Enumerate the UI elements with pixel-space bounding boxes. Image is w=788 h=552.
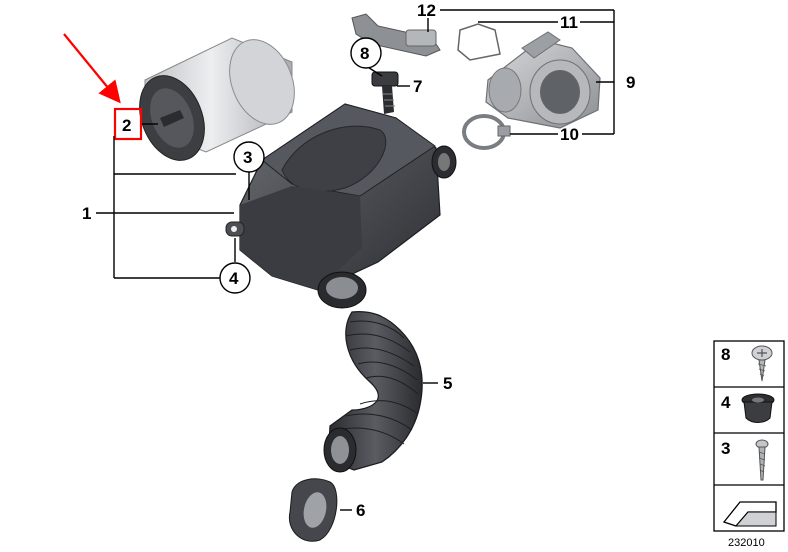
callout-5: 5 xyxy=(443,374,452,393)
callout-9: 9 xyxy=(626,73,635,92)
callout-4: 4 xyxy=(229,269,239,288)
callout-1: 1 xyxy=(82,204,91,223)
sensor-connector xyxy=(351,13,501,61)
air-mass-meter xyxy=(485,31,601,129)
intake-hose xyxy=(323,310,423,473)
bolt-icon xyxy=(755,439,769,481)
callout-7: 7 xyxy=(413,77,422,96)
callout-8: 8 xyxy=(360,44,369,63)
legend-label-4: 4 xyxy=(721,393,731,412)
intake-seal xyxy=(288,478,338,542)
legend-label-8: 8 xyxy=(721,345,730,364)
small-parts-legend: 8 4 3 xyxy=(713,340,785,532)
highlight-arrow xyxy=(63,33,121,104)
callout-3: 3 xyxy=(243,148,252,167)
callout-11: 11 xyxy=(560,13,578,32)
screw-icon xyxy=(751,345,773,382)
air-filter-element xyxy=(139,37,295,161)
callout-6: 6 xyxy=(356,501,365,520)
callouts: 2 1 3 4 5 6 7 8 9 10 11 12 xyxy=(82,1,635,520)
grommet-icon xyxy=(741,393,775,423)
direction-arrow-icon xyxy=(722,501,777,527)
hose-clamp xyxy=(462,114,511,150)
reference-number: 232010 xyxy=(728,537,765,549)
grommet-and-screw xyxy=(371,71,399,114)
callout-2: 2 xyxy=(122,116,131,135)
legend-label-3: 3 xyxy=(721,439,730,458)
callout-12: 12 xyxy=(417,1,436,20)
highlight-box xyxy=(113,107,143,141)
callout-10: 10 xyxy=(560,125,579,144)
intake-silencer-housing xyxy=(225,103,457,309)
